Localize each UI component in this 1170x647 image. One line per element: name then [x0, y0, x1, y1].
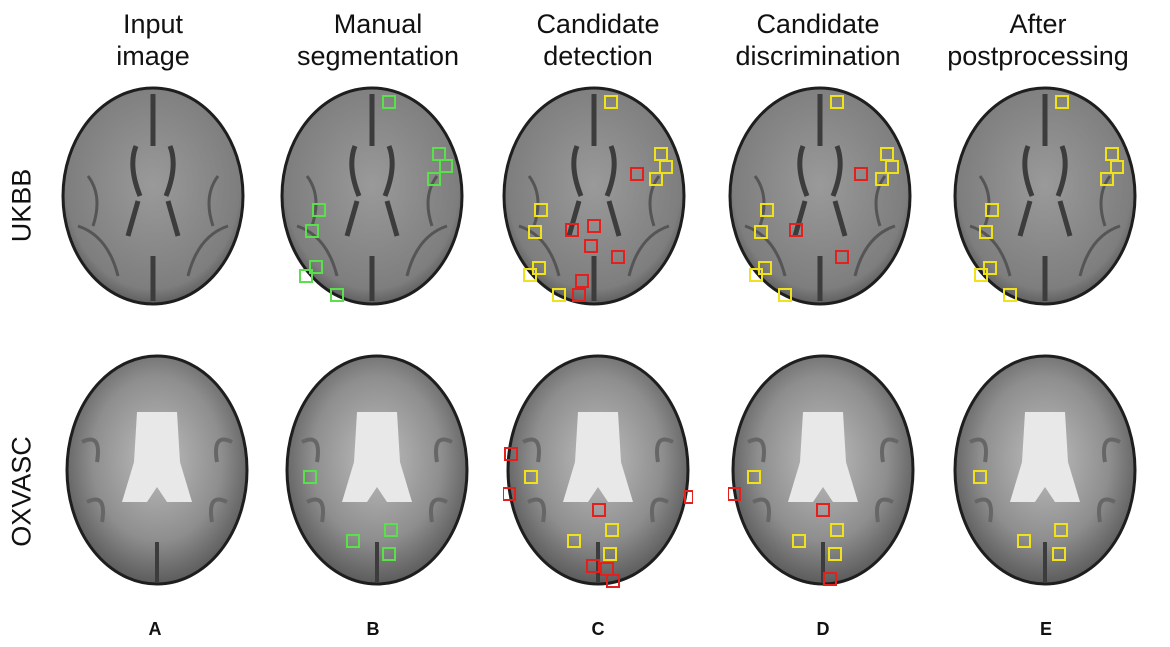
manual-segmentation-box: [330, 288, 344, 302]
false-positive-box: [503, 487, 516, 501]
ukbb-panel-input-image: [61, 86, 245, 306]
true-positive-box: [528, 225, 542, 239]
true-positive-box: [875, 172, 889, 186]
false-positive-box: [565, 223, 579, 237]
manual-segmentation-box: [382, 547, 396, 561]
true-positive-box: [973, 470, 987, 484]
manual-segmentation-box: [427, 172, 441, 186]
true-positive-box: [567, 534, 581, 548]
true-positive-box: [974, 268, 988, 282]
true-positive-box: [523, 268, 537, 282]
manual-segmentation-box: [309, 260, 323, 274]
column-header-candidate-detection: Candidate detection: [536, 9, 660, 71]
ukbb-panel-after-postprocessing: [953, 86, 1137, 306]
oxvasc-panel-candidate-detection: [503, 354, 693, 588]
true-positive-box: [1003, 288, 1017, 302]
manual-segmentation-box: [303, 470, 317, 484]
oxvasc-panel-candidate-discrimination: [728, 354, 915, 586]
false-positive-box: [789, 223, 803, 237]
row-label-ukbb: UKBB: [6, 168, 37, 243]
row-label-oxvasc: OXVASC: [6, 436, 37, 547]
true-positive-box: [760, 203, 774, 217]
true-positive-box: [754, 225, 768, 239]
column-header-input-image: Input image: [116, 9, 190, 71]
true-positive-box: [830, 523, 844, 537]
false-positive-box: [606, 574, 620, 588]
true-positive-box: [534, 203, 548, 217]
false-positive-box: [684, 490, 693, 504]
true-positive-box: [603, 547, 617, 561]
panel-letter-c: C: [591, 619, 605, 639]
false-positive-box: [630, 167, 644, 181]
true-positive-box: [1052, 547, 1066, 561]
true-positive-box: [552, 288, 566, 302]
false-positive-box: [611, 250, 625, 264]
true-positive-box: [828, 547, 842, 561]
true-positive-box: [792, 534, 806, 548]
false-positive-box: [586, 559, 600, 573]
true-positive-box: [1110, 160, 1124, 174]
panel-letter-b: B: [366, 619, 380, 639]
true-positive-box: [885, 160, 899, 174]
true-positive-box: [649, 172, 663, 186]
true-positive-box: [1054, 523, 1068, 537]
true-positive-box: [604, 95, 618, 109]
panel-letter-e: E: [1039, 619, 1052, 639]
manual-segmentation-box: [346, 534, 360, 548]
true-positive-box: [1017, 534, 1031, 548]
true-positive-box: [985, 203, 999, 217]
false-positive-box: [575, 274, 589, 288]
column-header-candidate-discrimination: Candidate discrimination: [735, 9, 901, 71]
true-positive-box: [1100, 172, 1114, 186]
ukbb-panel-candidate-detection: [502, 86, 686, 306]
manual-segmentation-box: [305, 224, 319, 238]
false-positive-box: [592, 503, 606, 517]
false-positive-box: [823, 572, 837, 586]
false-positive-box: [584, 239, 598, 253]
column-header-manual-segmentation: Manual segmentation: [296, 9, 460, 71]
false-positive-box: [587, 219, 601, 233]
manual-segmentation-box: [384, 523, 398, 537]
true-positive-box: [605, 523, 619, 537]
oxvasc-panel-after-postprocessing: [953, 354, 1137, 586]
ukbb-panel-candidate-discrimination: [728, 86, 912, 306]
true-positive-box: [979, 225, 993, 239]
false-positive-box: [572, 288, 586, 302]
manual-segmentation-box: [299, 269, 313, 283]
false-positive-box: [728, 487, 741, 501]
manual-segmentation-box: [439, 159, 453, 173]
panel-letter-d: D: [816, 619, 830, 639]
false-positive-box: [504, 447, 518, 461]
false-positive-box: [854, 167, 868, 181]
true-positive-box: [524, 470, 538, 484]
true-positive-box: [830, 95, 844, 109]
manual-segmentation-box: [382, 95, 396, 109]
false-positive-box: [835, 250, 849, 264]
false-positive-box: [816, 503, 830, 517]
oxvasc-panel-input-image: [65, 354, 249, 586]
true-positive-box: [749, 268, 763, 282]
true-positive-box: [747, 470, 761, 484]
oxvasc-panel-manual-segmentation: [285, 354, 469, 586]
true-positive-box: [778, 288, 792, 302]
ukbb-panel-manual-segmentation: [280, 86, 464, 306]
true-positive-box: [659, 160, 673, 174]
column-header-after-postprocessing: After postprocessing: [947, 9, 1129, 71]
manual-segmentation-box: [312, 203, 326, 217]
panel-letter-a: A: [148, 619, 162, 639]
true-positive-box: [1055, 95, 1069, 109]
